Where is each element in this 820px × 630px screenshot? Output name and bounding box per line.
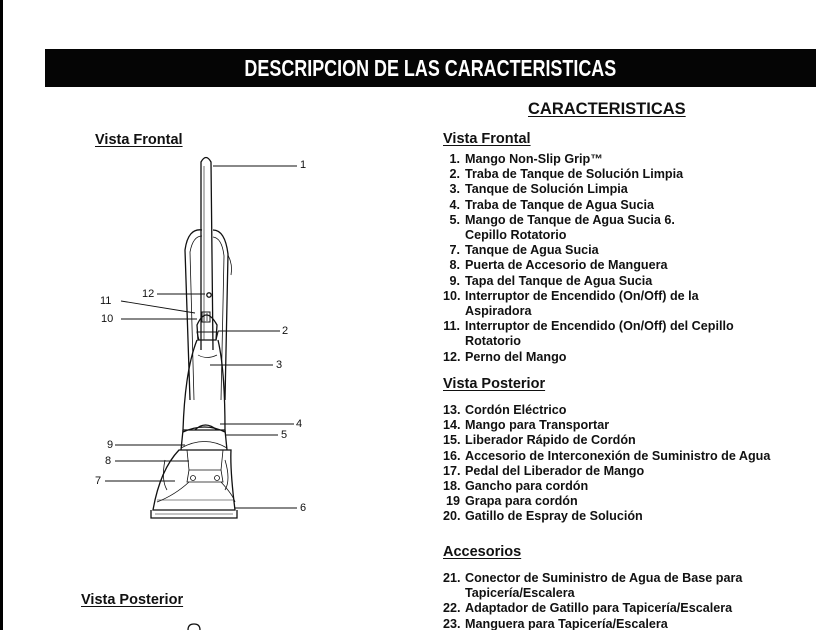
list-item: 15.Liberador Rápido de Cordón [443,433,636,448]
callout-1: 1 [300,159,307,171]
front-view-list: 1.Mango Non-Slip Grip™ 2.Traba de Tanque… [443,152,813,365]
callout-9: 9 [107,439,114,451]
accessories-list: 21.Conector de Suministro de Agua de Bas… [443,571,813,630]
list-item: 9.Tapa del Tanque de Agua Sucia [449,273,653,288]
list-item: 3.Tanque de Solución Limpia [449,182,628,197]
list-item: 18.Gancho para cordón [443,479,589,494]
list-item: 21.Conector de Suministro de Agua de Bas… [443,571,743,601]
list-item: 7.Tanque de Agua Sucia [449,243,599,258]
callout-5: 5 [281,429,288,441]
list-item: 8.Puerta de Accesorio de Manguera [449,258,668,273]
callout-2: 2 [282,325,289,337]
callout-6: 6 [300,502,307,514]
list-item: 5.Mango de Tanque de Agua Sucia 6. Cepil… [449,212,675,243]
rear-view-list-heading: Vista Posterior [443,376,546,392]
callout-7: 7 [95,475,102,487]
callout-4: 4 [296,418,303,430]
features-title: CARACTERISTICAS [528,100,686,118]
callout-11: 11 [100,295,112,307]
front-view-heading: Vista Frontal [95,132,183,148]
list-item: 23.Manguera para Tapicería/Escalera [443,616,668,630]
front-view-list-heading: Vista Frontal [443,131,531,147]
accessories-heading: Accesorios [443,544,522,560]
page-edge-shadow [0,0,3,630]
banner-title: DESCRIPCION DE LAS CARACTERISTICAS [244,55,617,81]
list-item: 11.Interruptor de Encendido (On/Off) del… [443,319,734,349]
rear-view-heading: Vista Posterior [81,592,184,608]
list-item: 2.Traba de Tanque de Solución Limpia [449,167,684,182]
callout-8: 8 [105,455,112,467]
callout-3: 3 [276,359,283,371]
rear-view-list: 13.Cordón Eléctrico 14.Mango para Transp… [443,403,813,525]
rear-view-illustration-fragment [187,623,201,630]
list-item: 13.Cordón Eléctrico [443,403,567,417]
list-item: 14.Mango para Transportar [443,418,610,433]
page-banner: DESCRIPCION DE LAS CARACTERISTICAS [45,49,816,87]
list-item: 20.Gatillo de Espray de Solución [443,509,643,524]
steam-cleaner-drawing [105,156,297,519]
front-view-illustration: 1 2 3 4 5 6 7 8 9 10 11 12 [85,150,325,530]
list-item: 10.Interruptor de Encendido (On/Off) de … [443,288,699,319]
callout-12: 12 [142,288,155,300]
list-item: 12.Perno del Mango [443,349,567,364]
callout-10: 10 [101,313,114,325]
list-item: 1.Mango Non-Slip Grip™ [449,152,603,166]
list-item: 16.Accesorio de Interconexión de Suminis… [443,448,771,463]
list-item: 17.Pedal del Liberador de Mango [443,463,645,478]
list-item: 4.Traba de Tanque de Agua Sucia [449,197,654,212]
list-item: 22.Adaptador de Gatillo para Tapicería/E… [443,601,733,616]
